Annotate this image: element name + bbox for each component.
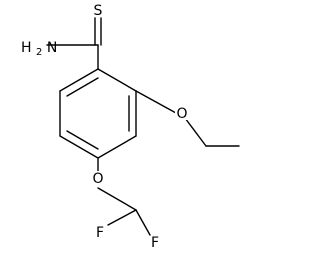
fluorine-right-bond (135, 209, 151, 236)
thioamide-group: S H 2 N (21, 3, 103, 70)
fluorine-left-label: F (96, 225, 104, 241)
ring-bond-2 (97, 68, 137, 92)
ring-double-bond-1 (66, 77, 99, 97)
ethoxy-oxygen-label: O (176, 106, 187, 122)
difluoromethoxy-group: O F F (91, 157, 159, 251)
amine-subscript: 2 (36, 47, 42, 58)
amine-h: H (21, 40, 32, 56)
ethoxy-o-bond (135, 90, 177, 114)
ring-double-bond-3 (66, 130, 99, 150)
structure-canvas: S H 2 N O O F F (21, 3, 240, 251)
benzene-ring (59, 68, 137, 159)
difluoromethoxy-oxygen-label: O (92, 171, 103, 187)
fluorine-left-bond (107, 209, 137, 226)
ethoxy-oxygen-bg (175, 106, 189, 120)
ethoxy-group: O (135, 90, 240, 147)
fluorine-right-label: F (151, 235, 159, 251)
ring-bond-1 (59, 68, 99, 92)
ethoxy-ch2-bond (184, 117, 207, 147)
ring-bond-4 (97, 135, 137, 159)
ring-bond-5 (59, 135, 99, 159)
difluoromethoxy-oxygen-bg (91, 171, 105, 185)
sulfur-label: S (94, 3, 103, 19)
amine-label: H 2 N (21, 40, 57, 60)
amine-n: N (47, 40, 57, 56)
difluoromethyl-bond (97, 187, 137, 211)
chemical-structure: S H 2 N O O F F (21, 3, 240, 251)
